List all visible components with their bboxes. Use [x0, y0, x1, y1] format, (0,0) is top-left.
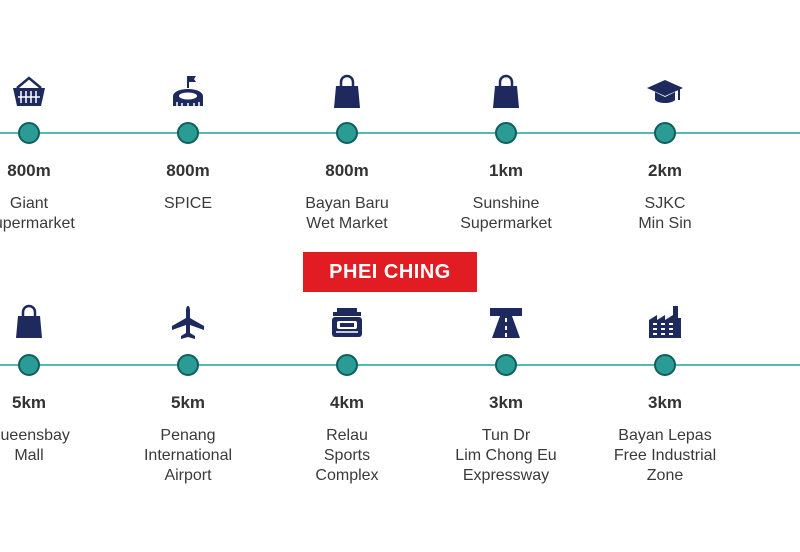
stadium-icon [168, 72, 208, 112]
timeline-line-top [0, 132, 800, 134]
project-banner: PHEI CHING [303, 252, 477, 292]
top-row-stop-dot [177, 122, 199, 144]
top-row-place-label: Sunshine Supermarket [460, 195, 552, 232]
basket-icon [9, 72, 49, 112]
top-row-distance: 800m [7, 161, 51, 180]
top-row-place-label: SPICE [163, 195, 212, 212]
bottom-row-place-label: Queensbay Mall [0, 427, 70, 464]
bottom-row-stop-dot [654, 354, 676, 376]
bottom-row-distance: 3km [647, 393, 683, 412]
airplane-icon [168, 302, 208, 342]
bottom-row-distance: 4km [329, 393, 365, 412]
top-row-stop-dot [654, 122, 676, 144]
top-row-place-label: Cho [735, 194, 800, 234]
top-row-distance: 2km [647, 161, 683, 180]
bottom-row-distance: 5km [170, 393, 206, 412]
top-row-stop-dot [18, 122, 40, 144]
bottom-row-distance: 5km [11, 393, 47, 412]
shopping-bag-icon [327, 72, 367, 112]
timeline-line-bottom [0, 364, 800, 366]
bottom-row-place-label: Relau Sports Complex [315, 427, 379, 484]
bottom-row-stop-dot [177, 354, 199, 376]
bottom-row-place-label: Penang International Airport [143, 427, 233, 484]
top-row-place-label: Bayan Baru Wet Market [305, 195, 389, 232]
top-row-place-label: SJKC Min Sin [638, 195, 692, 232]
shopping-bag-icon [9, 302, 49, 342]
sports-complex-icon [327, 302, 367, 342]
top-row-distance: 1km [488, 161, 524, 180]
bottom-row-stop-dot [336, 354, 358, 376]
top-row-place-label: Giant Supermarket [0, 195, 75, 232]
bottom-row-distance: 3km [488, 393, 524, 412]
bottom-row-place-label: Inte C [735, 426, 800, 486]
top-row-stop-dot [495, 122, 517, 144]
top-row-distance: 800m [325, 161, 369, 180]
factory-icon [645, 302, 685, 342]
bottom-row-stop-dot [18, 354, 40, 376]
graduation-cap-icon [645, 72, 685, 112]
top-row-stop-dot [336, 122, 358, 144]
bottom-row-place-label: Tun Dr Lim Chong Eu Expressway [455, 427, 557, 484]
top-row-distance: 800m [166, 161, 210, 180]
bottom-row-stop-dot [495, 354, 517, 376]
shopping-bag-icon [486, 72, 526, 112]
expressway-icon [486, 302, 526, 342]
bottom-row-place-label: Bayan Lepas Free Industrial Zone [613, 427, 717, 484]
